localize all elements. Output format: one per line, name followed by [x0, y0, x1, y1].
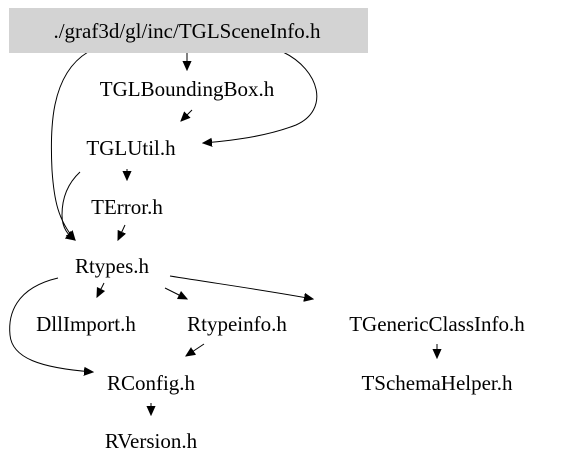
edge-root-to-rtypes [50, 51, 89, 240]
edge-rtypeinfo-to-rconfig [186, 343, 205, 356]
node-dllimport[interactable]: DllImport.h [36, 312, 136, 336]
node-tglutil[interactable]: TGLUtil.h [86, 136, 176, 160]
edge-terror-to-rtypes [118, 224, 125, 240]
node-tgenericclassinfo-label: TGenericClassInfo.h [349, 312, 525, 336]
edges [9, 51, 437, 415]
edge-root-to-tglutil [203, 51, 318, 143]
node-terror-label: TError.h [91, 195, 163, 219]
edge-rtypes-to-dllimport [97, 282, 104, 297]
node-tgenericclassinfo[interactable]: TGenericClassInfo.h [349, 312, 525, 336]
node-rtypes[interactable]: Rtypes.h [75, 254, 150, 278]
node-tschemahelper-label: TSchemaHelper.h [361, 371, 513, 395]
nodes: ./graf3d/gl/inc/TGLSceneInfo.h TGLBoundi… [9, 8, 525, 453]
root-highlight-box [9, 8, 368, 53]
node-rconfig-label: RConfig.h [107, 371, 196, 395]
node-tglboundingbox[interactable]: TGLBoundingBox.h [100, 77, 275, 101]
node-rversion-label: RVersion.h [105, 429, 198, 453]
node-rversion[interactable]: RVersion.h [105, 429, 198, 453]
edge-tglboundingbox-to-tglutil [181, 109, 193, 121]
node-terror[interactable]: TError.h [91, 195, 163, 219]
edge-rtypes-to-tgenericclassinfo [169, 275, 313, 299]
node-root-label: ./graf3d/gl/inc/TGLSceneInfo.h [53, 19, 321, 43]
node-root[interactable]: ./graf3d/gl/inc/TGLSceneInfo.h [9, 8, 368, 53]
node-rtypeinfo[interactable]: Rtypeinfo.h [187, 312, 287, 336]
node-tschemahelper[interactable]: TSchemaHelper.h [361, 371, 513, 395]
edge-rtypes-to-rtypeinfo [164, 287, 187, 299]
edge-tglutil-to-rtypes [61, 171, 81, 240]
node-tglutil-label: TGLUtil.h [86, 136, 176, 160]
node-rtypeinfo-label: Rtypeinfo.h [187, 312, 287, 336]
node-tglboundingbox-label: TGLBoundingBox.h [100, 77, 275, 101]
node-rconfig[interactable]: RConfig.h [107, 371, 196, 395]
node-rtypes-label: Rtypes.h [75, 254, 150, 278]
edge-rtypes-to-rconfig [9, 277, 93, 372]
node-dllimport-label: DllImport.h [36, 312, 136, 336]
